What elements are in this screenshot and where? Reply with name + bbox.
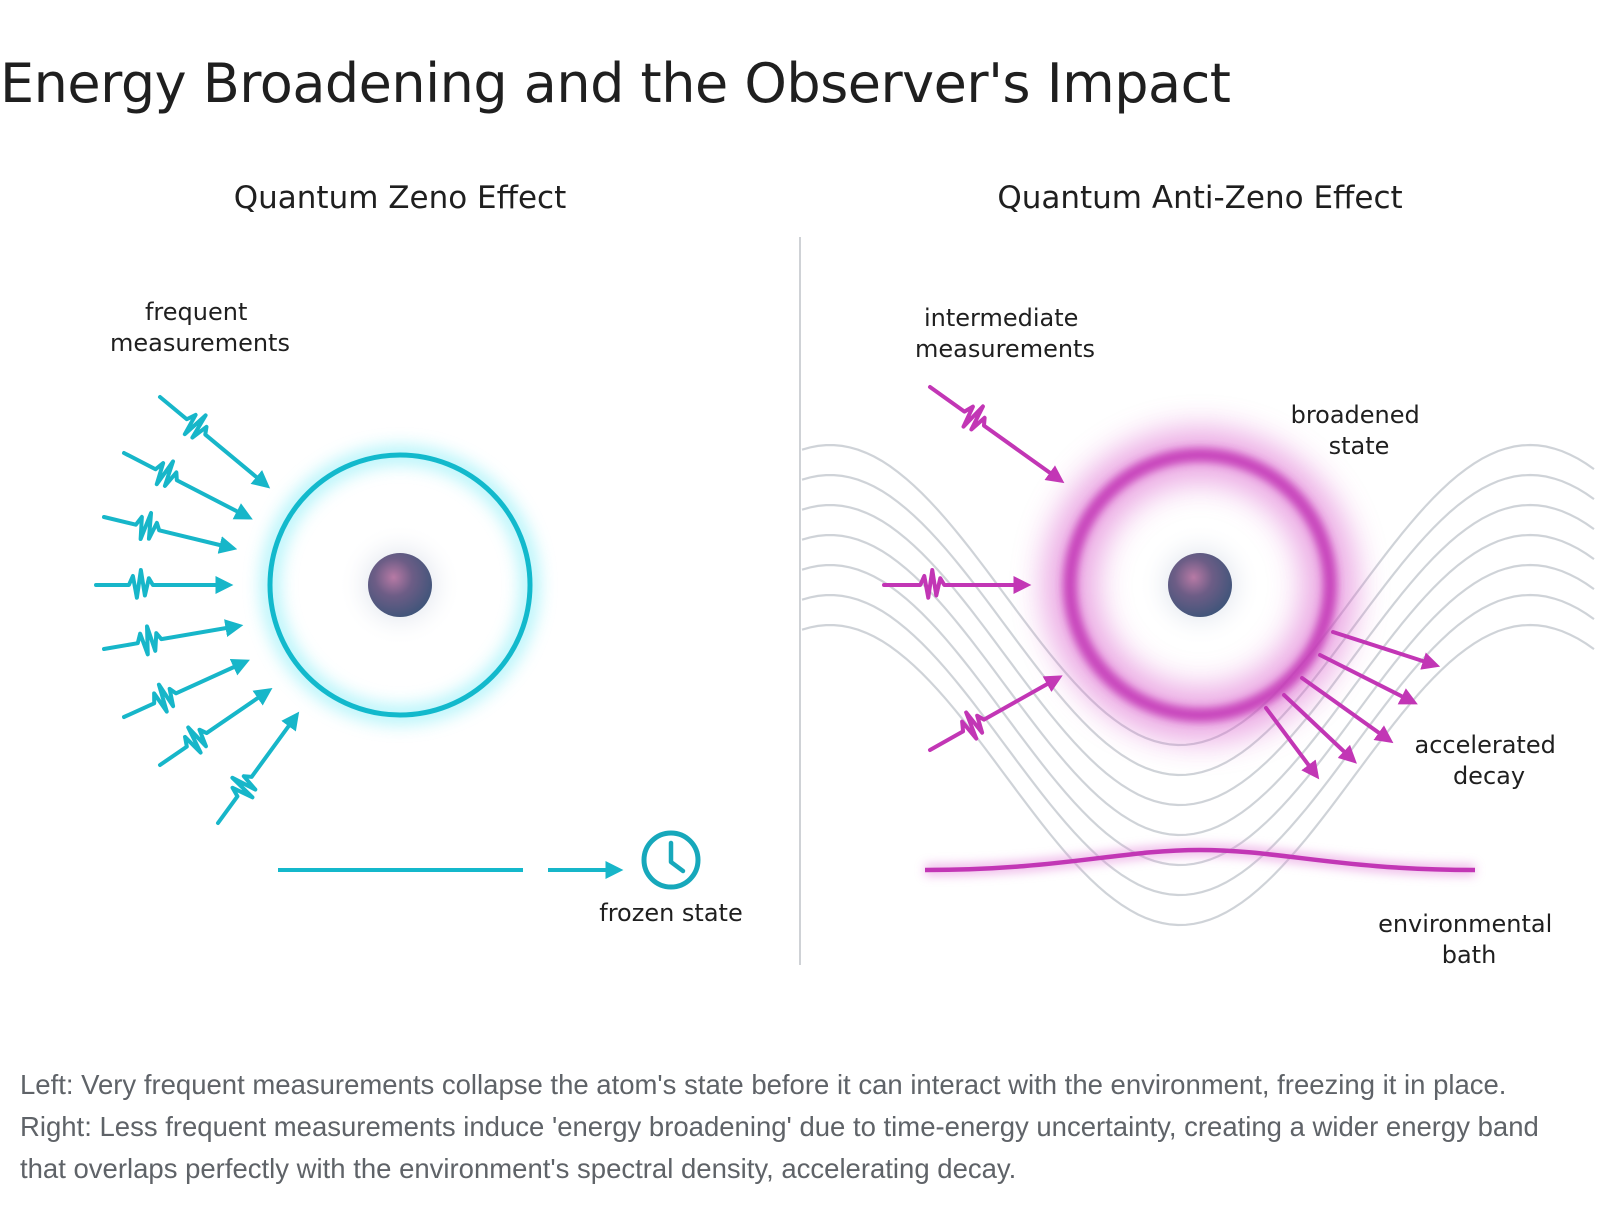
left-panel-title: Quantum Zeno Effect [234, 180, 567, 216]
bath-wave [801, 533, 1595, 837]
decay-arrow [1318, 653, 1418, 705]
orbital-ring [267, 452, 533, 718]
bath-wave [801, 443, 1595, 747]
bath-wave [801, 593, 1595, 897]
bath-wave [801, 623, 1595, 927]
frequent-measurements-label: frequent measurements [110, 298, 290, 357]
atom-anti-zeno [1044, 429, 1356, 741]
decay-arrow [1264, 706, 1320, 780]
measurement-pulse [102, 510, 238, 554]
intermediate-measurements-label: intermediate measurements [915, 304, 1095, 363]
bath-wave [801, 503, 1595, 807]
atom-zeno [262, 447, 538, 723]
measurement-pulse [928, 675, 1063, 752]
broadened-state-label: broadened state [1291, 401, 1428, 460]
measurement-pulse [158, 687, 273, 767]
decay-arrow [1331, 630, 1441, 670]
measurement-pulse [928, 385, 1065, 484]
right-panel: intermediate measurements broadened stat… [801, 304, 1595, 969]
diagram-canvas: Quantum Zeno Effect Quantum Anti-Zeno Ef… [94, 180, 1595, 969]
clock-icon [641, 830, 701, 890]
broadened-orbital-ring [1063, 448, 1337, 722]
nucleus [368, 553, 432, 617]
decay-arrow [1300, 676, 1394, 744]
measurement-pulses [94, 395, 300, 825]
bath-wave [801, 563, 1595, 867]
left-panel: frequent measurements frozen state [94, 298, 743, 927]
measurement-pulse [94, 568, 234, 600]
measurement-pulse [122, 451, 253, 520]
nucleus-right [1168, 553, 1232, 617]
page-title: Energy Broadening and the Observer's Imp… [0, 52, 1231, 115]
frozen-state-label: frozen state [599, 899, 742, 927]
measurement-pulse [122, 659, 250, 719]
measurement-pulse [102, 619, 244, 657]
figure-caption: Left: Very frequent measurements collaps… [20, 1069, 1539, 1184]
decay-arrow [1282, 693, 1357, 764]
energy-band-line [924, 847, 1476, 873]
right-panel-title: Quantum Anti-Zeno Effect [997, 180, 1402, 216]
decay-arrows [1264, 630, 1441, 780]
environmental-bath-label: environmental bath [1378, 910, 1560, 969]
bath-wave [801, 473, 1595, 777]
measurement-pulse [882, 568, 1032, 600]
accelerated-decay-label: accelerated decay [1415, 731, 1564, 790]
measurement-pulses-intermediate [882, 385, 1065, 752]
figure: Quantum Zeno Effect Quantum Anti-Zeno Ef… [0, 165, 1600, 1025]
environmental-bath-waves [801, 443, 1595, 927]
measurement-pulse [216, 711, 300, 825]
measurement-pulse [158, 395, 271, 489]
